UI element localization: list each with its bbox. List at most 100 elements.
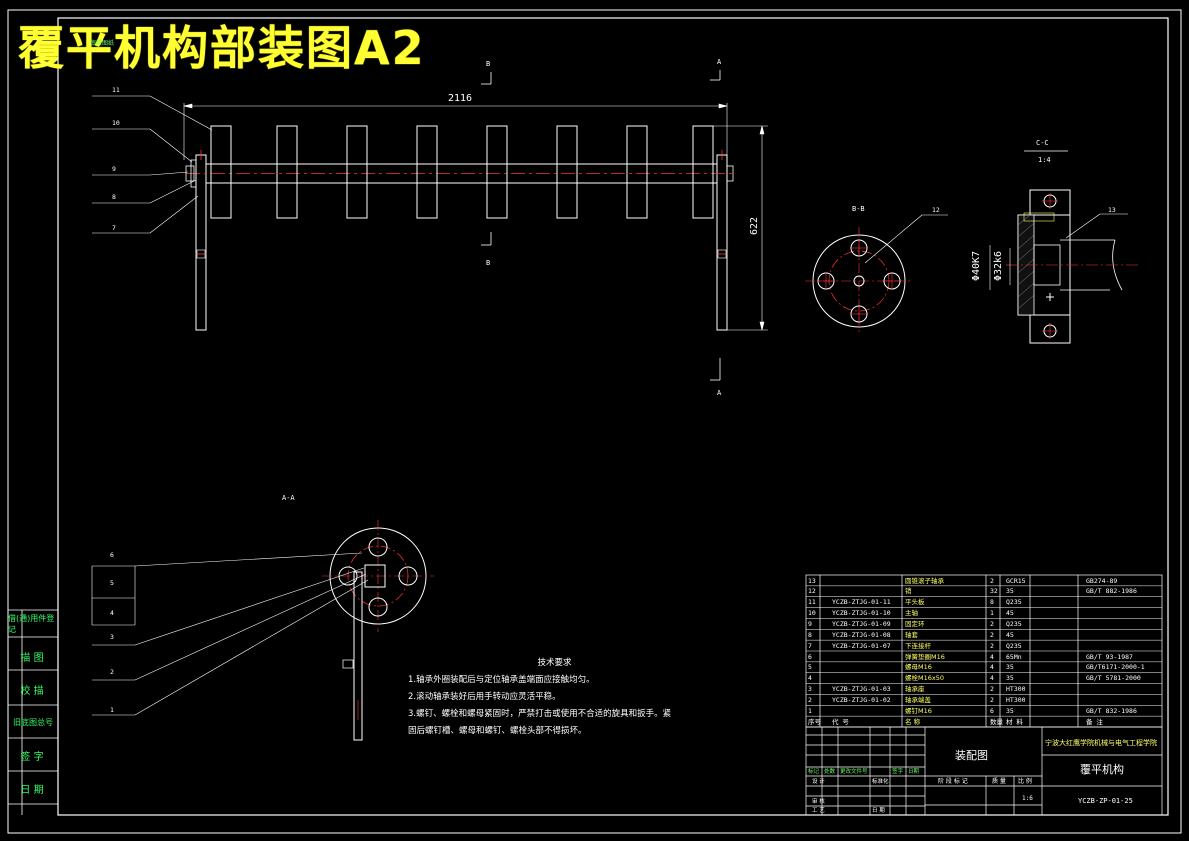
bom-cell-code: YCZB-ZTJG-01-03 bbox=[832, 685, 891, 694]
bom-cell-qty: 4 bbox=[990, 652, 994, 661]
process-label: 工 艺 bbox=[812, 808, 825, 814]
bom-cell-no: 10 bbox=[808, 609, 816, 618]
leader-7: 7 bbox=[112, 224, 116, 232]
bom-cell-code: YCZB-ZTJG-01-02 bbox=[832, 695, 891, 704]
leader-9: 9 bbox=[112, 165, 116, 173]
bom-cell-no: 8 bbox=[808, 630, 812, 639]
bom-cell-mat: HT300 bbox=[1006, 685, 1026, 694]
leader-3: 3 bbox=[110, 633, 114, 641]
notes-line: 1.轴承外圈装配后与定位轴承盖端面应接触均匀。 bbox=[408, 675, 595, 685]
bom-cell-name: 轴承座 bbox=[905, 685, 925, 694]
view-cc-label: C-C bbox=[1036, 139, 1049, 147]
paddle bbox=[276, 125, 298, 219]
drawing-number: YCZB-ZP-01-25 bbox=[1078, 797, 1133, 805]
scale-label: 比 例 bbox=[1018, 778, 1032, 785]
leader-5: 5 bbox=[110, 579, 114, 587]
leader-11: 11 bbox=[112, 86, 120, 94]
bom-cell-qty: 2 bbox=[990, 695, 994, 704]
bom-cell-name: 弹簧垫圈M16 bbox=[905, 652, 945, 661]
bom-cell-code: 代 号 bbox=[832, 717, 849, 726]
stage-label: 阶 段 标 记 bbox=[938, 778, 968, 785]
top-left-tag: 审核图纸 bbox=[90, 40, 115, 47]
paddle bbox=[210, 125, 232, 219]
bom-cell-name: 销 bbox=[905, 587, 912, 596]
side-strip-item: 描 图 bbox=[20, 652, 44, 664]
notes-line: 3.螺钉、螺栓和螺母紧固时，严禁打击或使用不合适的旋具和扳手。紧 bbox=[408, 709, 672, 719]
bom-cell-mat: 65Mn bbox=[1006, 652, 1022, 661]
bom-cell-std: GB274-89 bbox=[1086, 576, 1118, 585]
bom-cell-mat: 35 bbox=[1006, 674, 1014, 683]
bom-cell-code: YCZB-ZTJG-01-09 bbox=[832, 619, 891, 628]
bom-cell-no: 13 bbox=[808, 576, 816, 585]
bom-cell-name: 主轴 bbox=[905, 609, 918, 618]
company-name: 宁波大红鹰学院机械与电气工程学院 bbox=[1045, 739, 1157, 747]
paddle bbox=[626, 125, 648, 219]
bom-cell-mat: Q235 bbox=[1006, 619, 1022, 628]
bom-cell-qty: 1 bbox=[990, 609, 994, 618]
date-label: 日 期 bbox=[872, 808, 885, 814]
bom-cell-name: 下连接杆 bbox=[905, 641, 931, 650]
bom-cell-mat: 35 bbox=[1006, 706, 1014, 715]
leader-10: 10 bbox=[112, 119, 120, 127]
bom-cell-no: 6 bbox=[808, 652, 812, 661]
tb-row-label: 日期 bbox=[908, 769, 920, 775]
bom-cell-no: 5 bbox=[808, 663, 812, 672]
bom-cell-std: 备 注 bbox=[1086, 717, 1103, 726]
tb-row-label: 处数 bbox=[824, 769, 836, 775]
weight-label: 质 量 bbox=[992, 778, 1006, 785]
leader-8: 8 bbox=[112, 193, 116, 201]
scale-value: 1:6 bbox=[1022, 795, 1033, 802]
bom-cell-no: 7 bbox=[808, 641, 812, 650]
bom-cell-std: GB/T 882-1986 bbox=[1086, 587, 1137, 596]
part-name: 覆平机构 bbox=[1080, 763, 1124, 776]
tb-row-label: 标记 bbox=[808, 769, 820, 775]
bom-cell-no: 11 bbox=[808, 598, 816, 607]
bom-cell-qty: 2 bbox=[990, 619, 994, 628]
callout-12: 12 bbox=[932, 206, 940, 214]
inner-border bbox=[57, 17, 1169, 816]
bom-cell-mat: 45 bbox=[1006, 609, 1014, 618]
front-view bbox=[92, 70, 768, 381]
bom-cell-no: 4 bbox=[808, 674, 812, 683]
bom-cell-no: 1 bbox=[808, 706, 812, 715]
bom-cell-name: 轴套 bbox=[905, 630, 918, 639]
leader-1: 1 bbox=[110, 706, 114, 714]
view-bb bbox=[805, 214, 948, 335]
tb-row-label: 签字 bbox=[892, 769, 904, 775]
bom-cell-qty: 4 bbox=[990, 663, 994, 672]
side-strip-item: 日 期 bbox=[20, 784, 44, 796]
paddle bbox=[692, 125, 714, 219]
bom-cell-qty: 4 bbox=[990, 674, 994, 683]
view-cc-scale: 1:4 bbox=[1038, 156, 1051, 164]
bom-cell-qty: 2 bbox=[990, 576, 994, 585]
standardize-label: 标准化 bbox=[872, 779, 889, 785]
view-cc bbox=[989, 150, 1140, 344]
bom-cell-std: GB/T 5781-2000 bbox=[1086, 674, 1141, 683]
bom-cell-name: 名 称 bbox=[905, 717, 921, 726]
bom-cell-mat: 35 bbox=[1006, 663, 1014, 672]
bom-cell-no: 2 bbox=[808, 695, 812, 704]
bom-cell-mat: 材 料 bbox=[1006, 717, 1023, 726]
section-a-bottom: A bbox=[717, 389, 722, 397]
bom-cell-no: 序号 bbox=[808, 717, 821, 726]
view-aa-label: A-A bbox=[282, 494, 295, 502]
bom-cell-qty: 2 bbox=[990, 630, 994, 639]
bom-cell-no: 12 bbox=[808, 587, 816, 596]
diameter-40k7: Φ40K7 bbox=[971, 250, 983, 282]
bom-cell-mat: Q235 bbox=[1006, 598, 1022, 607]
review-label: 审 核 bbox=[812, 799, 825, 805]
section-a-top: A bbox=[717, 58, 722, 66]
title-block bbox=[805, 726, 1163, 816]
paddle bbox=[556, 125, 578, 219]
bom-cell-name: 圆锥滚子轴承 bbox=[905, 576, 944, 585]
bom-cell-code: YCZB-ZTJG-01-10 bbox=[832, 609, 891, 618]
leader-2: 2 bbox=[110, 668, 114, 676]
side-strip-item: 签 字 bbox=[20, 751, 44, 763]
section-b-bottom: B bbox=[486, 259, 491, 267]
bom-cell-qty: 32 bbox=[990, 587, 998, 596]
notes-line: 固后螺钉槽、螺母和螺钉、螺栓头部不得损坏。 bbox=[408, 726, 587, 736]
design-label: 设 计 bbox=[812, 779, 825, 785]
bom-cell-mat: GCR15 bbox=[1006, 576, 1026, 585]
bom-cell-mat: 45 bbox=[1006, 630, 1014, 639]
